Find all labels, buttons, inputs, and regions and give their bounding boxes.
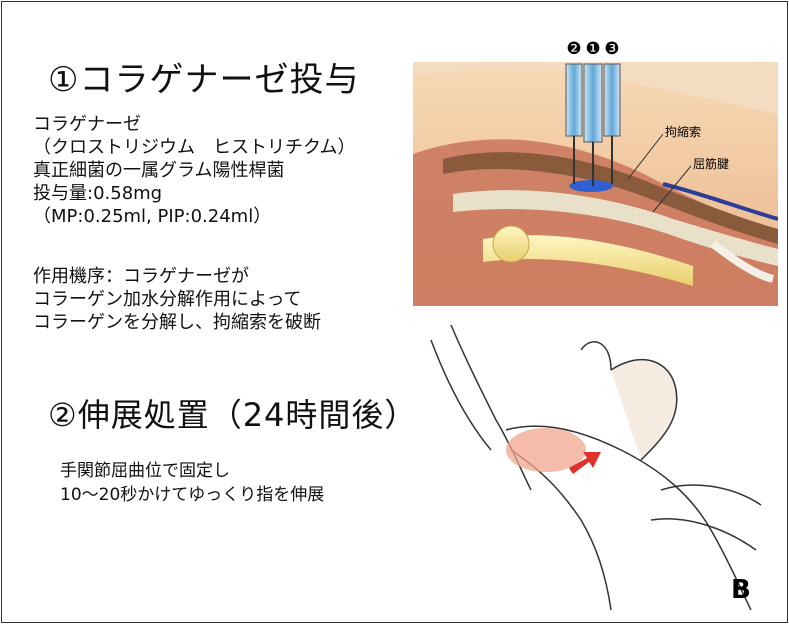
drug-line: （MP:0.25ml, PIP:0.24ml） [33, 206, 272, 227]
examiner-thumb [450, 324, 532, 491]
finger-bone [483, 235, 693, 286]
patient-palm-edge [505, 425, 752, 610]
drug-line: コラゲナーゼ [33, 114, 141, 135]
examiner-finger-line [650, 518, 757, 551]
drug-line: 投与量:0.58mg [33, 183, 163, 204]
syringe-3 [603, 63, 621, 184]
syringe-2 [565, 63, 583, 184]
flexor-tendon [453, 190, 778, 266]
mechanism-line: コラーゲンを分解し、拘縮索を破断 [33, 312, 321, 333]
tendon-leader-line [652, 165, 692, 213]
patient-finger [610, 359, 678, 461]
drug-line: （クロストリジウム ヒストリチクム） [33, 137, 356, 158]
procedure-line: 手関節屈曲位で固定し [60, 461, 230, 481]
syringe-number-2: ❷ [566, 39, 581, 59]
extension-illustration: B [411, 320, 783, 610]
mechanism-line: 作用機序：コラゲナーゼが [33, 266, 249, 287]
drug-description: コラゲナーゼ （クロストリジウム ヒストリチクム） 真正細菌の一属グラム陽性桿菌… [33, 113, 356, 228]
figure-letter: B [731, 575, 751, 605]
mechanism-line: コラーゲン加水分解作用によって [33, 289, 302, 310]
label-flexor-tendon: 屈筋腱 [693, 156, 729, 171]
treated-area [506, 428, 586, 472]
procedure-description: 手関節屈曲位で固定し 10～20秒かけてゆっくり指を伸展 [60, 459, 324, 507]
syringe-number-1: ❶ [585, 39, 600, 59]
finger-tip [710, 240, 775, 283]
syringe-1 [583, 63, 603, 186]
mechanism-description: 作用機序：コラゲナーゼが コラーゲン加水分解作用によって コラーゲンを分解し、拘… [33, 265, 321, 334]
figure2-background [411, 320, 783, 610]
injection-site [569, 180, 613, 192]
heading-collagenase-administration: ①コラゲナーゼ投与 [48, 60, 360, 100]
drug-line: 真正細菌の一属グラム陽性桿菌 [33, 160, 285, 181]
contracture-cord [443, 152, 778, 244]
patient-index-finger [580, 341, 612, 371]
syringe-number-3: ❸ [604, 39, 619, 59]
cord-leader-line [627, 133, 664, 180]
syringe-number-labels: ❷ ❶ ❸ [566, 39, 619, 59]
heading-extension-procedure: ②伸展処置（24時間後） [48, 396, 418, 434]
nerve-vessel [662, 182, 778, 221]
examiner-hand-edge [430, 339, 492, 451]
joint-head [492, 225, 530, 263]
procedure-line: 10～20秒かけてゆっくり指を伸展 [60, 485, 325, 505]
examiner-other-hand [660, 484, 762, 506]
injection-illustration: ❷ ❶ ❸ 拘縮索 屈筋腱 [413, 39, 778, 306]
extension-arrow-icon [569, 452, 601, 474]
label-contracture-cord: 拘縮索 [665, 124, 701, 139]
